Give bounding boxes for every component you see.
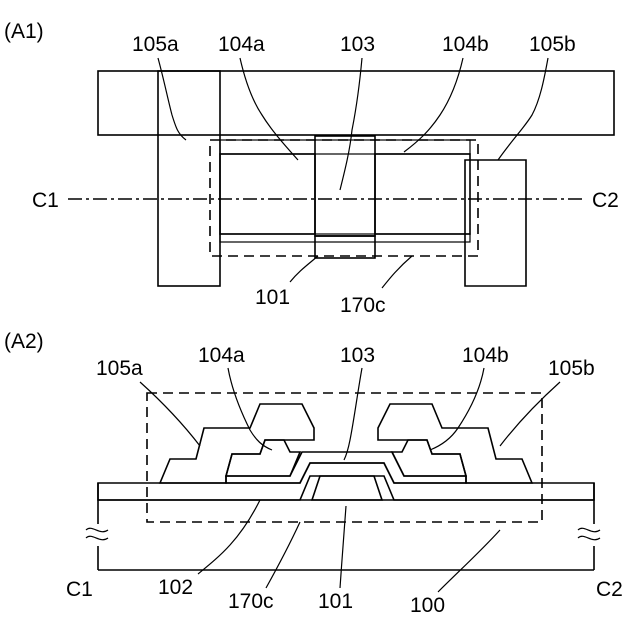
leader-105a-section [140,382,200,446]
leader-104b-section [430,368,484,450]
layer-104a [220,154,315,234]
label-104a-section: 104a [198,344,245,367]
label-102-section: 102 [158,576,193,599]
c1-label-section: C1 [66,578,93,601]
leader-103-section [344,368,362,460]
label-103-section: 103 [340,344,375,367]
label-104b: 104b [442,33,489,56]
channel-103 [315,136,375,236]
label-104a: 104a [218,33,265,56]
leader-102-section [198,500,260,574]
semiconductor-outline-top [220,140,470,154]
leader-104a-section [228,368,272,450]
label-104b-section: 104b [462,344,509,367]
label-103: 103 [340,33,375,56]
panel-a2: (A2) 105a 104a 103 104b 105b 102 170c [4,330,623,617]
label-100-section: 100 [410,594,445,617]
label-170c-section: 170c [228,590,274,613]
gate-101-section [312,476,382,500]
region-170c-dashed [210,140,478,256]
c2-label: C2 [592,189,619,212]
label-170c: 170c [340,294,386,317]
electrode-105b [465,160,526,286]
leader-170c [382,256,412,288]
label-101: 101 [255,286,290,309]
leader-103 [340,58,362,190]
substrate-break-left [86,528,108,539]
leader-101 [290,256,318,282]
gate-101 [315,236,375,258]
label-105a: 105a [132,33,179,56]
c2-label-section: C2 [596,578,623,601]
panel-a1-label: (A1) [4,20,44,43]
semiconductor-outline-bottom [220,234,470,242]
leader-170c-section [266,522,300,588]
panel-a1: (A1) C1 C2 105a 104a 103 104b 105b 101 1… [4,20,619,317]
label-105a-section: 105a [96,357,143,380]
label-101-section: 101 [318,590,353,613]
c1-label: C1 [32,189,59,212]
substrate-break-right [578,528,600,539]
leader-104b [404,58,463,152]
electrode-105a-section [160,404,314,483]
leader-101-section [340,506,346,588]
leader-104a [240,58,298,160]
label-105b-section: 105b [548,357,595,380]
label-105b: 105b [529,33,576,56]
layer-104b [375,154,470,234]
leader-105b-section [500,382,560,446]
insulator-102 [98,463,594,500]
leader-100-section [438,530,500,592]
leader-105b [498,58,548,160]
panel-a2-label: (A2) [4,330,44,353]
